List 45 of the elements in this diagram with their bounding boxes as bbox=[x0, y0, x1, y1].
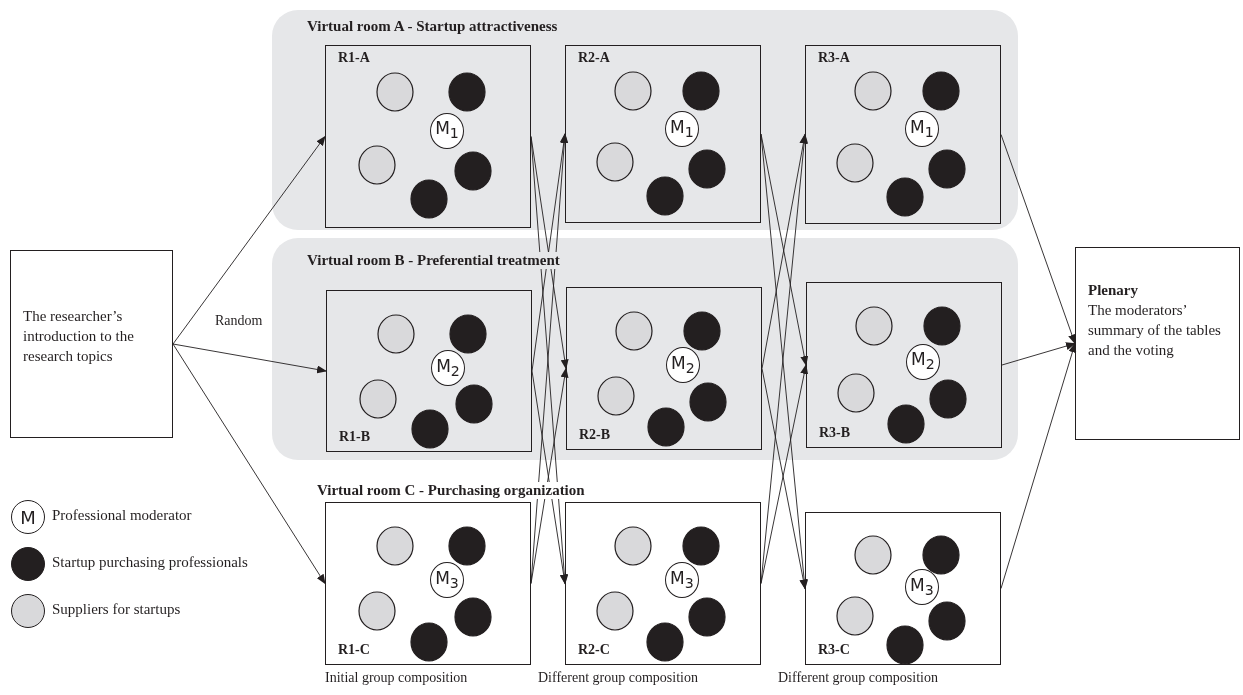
table-label: R2-B bbox=[579, 427, 611, 443]
room-band bbox=[272, 238, 1018, 460]
box-text: The moderators’ summary of the tables and the voting bbox=[1088, 301, 1222, 360]
moderator-circle: M$_{2}$ bbox=[905, 343, 940, 380]
moderator-circle: M$_{3}$ bbox=[664, 562, 699, 599]
column-caption: Initial group composition bbox=[325, 670, 468, 686]
column-caption: Different group composition bbox=[538, 670, 698, 686]
moderator-swatch: M bbox=[11, 500, 45, 534]
moderator-circle: M$_{1}$ bbox=[664, 110, 699, 147]
table-label: R3-A bbox=[818, 50, 850, 66]
table-label: R1-B bbox=[339, 429, 371, 445]
table-label: R2-C bbox=[578, 642, 610, 658]
box-text: The researcher’s introduction to the research topics bbox=[23, 307, 135, 366]
room-title: Virtual room A - Startup attractiveness bbox=[305, 18, 560, 35]
column-caption: Different group composition bbox=[778, 670, 938, 686]
table-label: R1-C bbox=[338, 642, 370, 658]
process-box bbox=[10, 250, 173, 438]
room-title: Virtual room B - Preferential treatment bbox=[305, 252, 562, 269]
plenary-box bbox=[1075, 247, 1240, 440]
legend-label: Startup purchasing professionals bbox=[52, 554, 248, 571]
moderator-circle: M$_{2}$ bbox=[431, 350, 465, 387]
table-box bbox=[325, 45, 531, 228]
table-box bbox=[805, 45, 1001, 224]
moderator-circle: M$_{1}$ bbox=[430, 112, 464, 149]
room-band bbox=[272, 10, 1018, 230]
table-box bbox=[565, 45, 761, 223]
edge-note: Random bbox=[215, 313, 263, 329]
moderator-circle: M$_{3}$ bbox=[904, 568, 939, 605]
table-label: R2-A bbox=[578, 50, 610, 66]
table-label: R3-B bbox=[819, 425, 851, 441]
moderator-circle: M$_{3}$ bbox=[430, 562, 464, 599]
table-box bbox=[565, 502, 761, 665]
table-box bbox=[325, 502, 531, 665]
legend-label: Professional moderator bbox=[52, 507, 192, 524]
legend-label: Suppliers for startups bbox=[52, 601, 181, 618]
table-label: R1-A bbox=[338, 50, 370, 66]
table-label: R3-C bbox=[818, 642, 850, 658]
table-box bbox=[326, 290, 532, 452]
moderator-circle: M$_{1}$ bbox=[904, 111, 939, 148]
table-box bbox=[566, 287, 762, 450]
box-heading: Plenary bbox=[1088, 281, 1139, 300]
table-box bbox=[805, 512, 1001, 665]
room-title: Virtual room C - Purchasing organization bbox=[315, 482, 587, 499]
table-box bbox=[806, 282, 1002, 448]
moderator-circle: M$_{2}$ bbox=[665, 347, 700, 384]
